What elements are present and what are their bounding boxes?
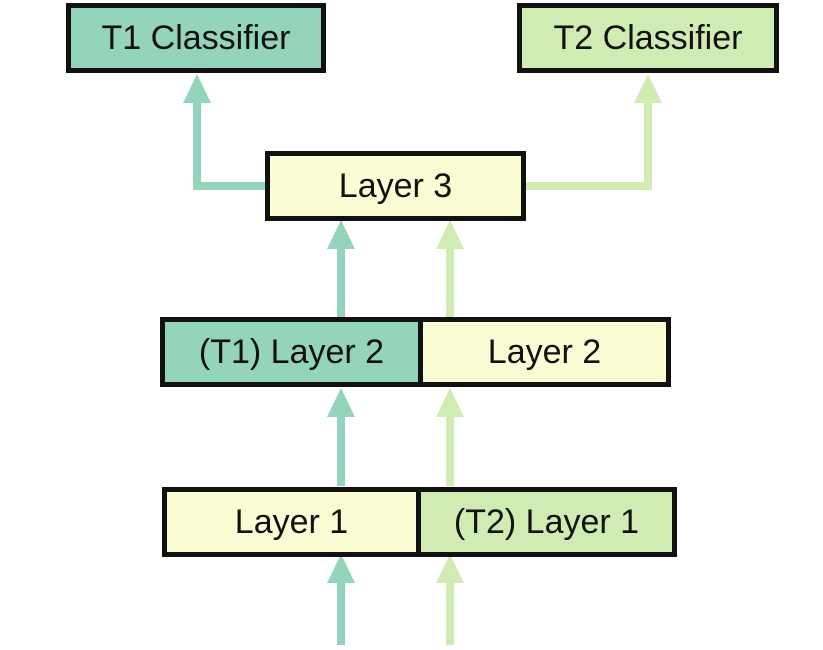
arrowhead-layer2-to-layer3-t1 xyxy=(327,220,355,249)
arrow-layer3-to-t2-classifier xyxy=(525,100,652,190)
layer2-shared-node: Layer 2 xyxy=(418,317,671,387)
arrowhead-layer3-to-t1-classifier xyxy=(183,74,211,103)
layer2-t1-label: (T1) Layer 2 xyxy=(198,333,385,371)
layer1-shared-label: Layer 1 xyxy=(234,503,349,541)
layer2-shared-label: Layer 2 xyxy=(487,333,602,371)
layer1-t2-node: (T2) Layer 1 xyxy=(416,487,677,557)
layer1-t2-label: (T2) Layer 1 xyxy=(453,503,640,541)
t2-classifier-node: T2 Classifier xyxy=(517,3,779,73)
layer3-label: Layer 3 xyxy=(338,167,453,205)
arrowhead-layer3-to-t2-classifier xyxy=(634,74,662,103)
layer2-t1-node: (T1) Layer 2 xyxy=(160,317,423,387)
arrow-layer3-to-t1-classifier xyxy=(193,100,265,190)
arrowhead-layer2-to-layer3-t2 xyxy=(436,220,464,249)
arrowhead-input-to-layer1-t1 xyxy=(327,554,355,583)
layer1-shared-node: Layer 1 xyxy=(162,487,421,557)
arrowhead-input-to-layer1-t2 xyxy=(436,554,464,583)
layer3-node: Layer 3 xyxy=(265,151,526,221)
arrowhead-layer1-to-layer2-t2 xyxy=(436,388,464,417)
t2-classifier-label: T2 Classifier xyxy=(553,19,743,57)
t1-classifier-node: T1 Classifier xyxy=(66,3,326,73)
t1-classifier-label: T1 Classifier xyxy=(101,19,291,57)
arrowhead-layer1-to-layer2-t1 xyxy=(327,388,355,417)
